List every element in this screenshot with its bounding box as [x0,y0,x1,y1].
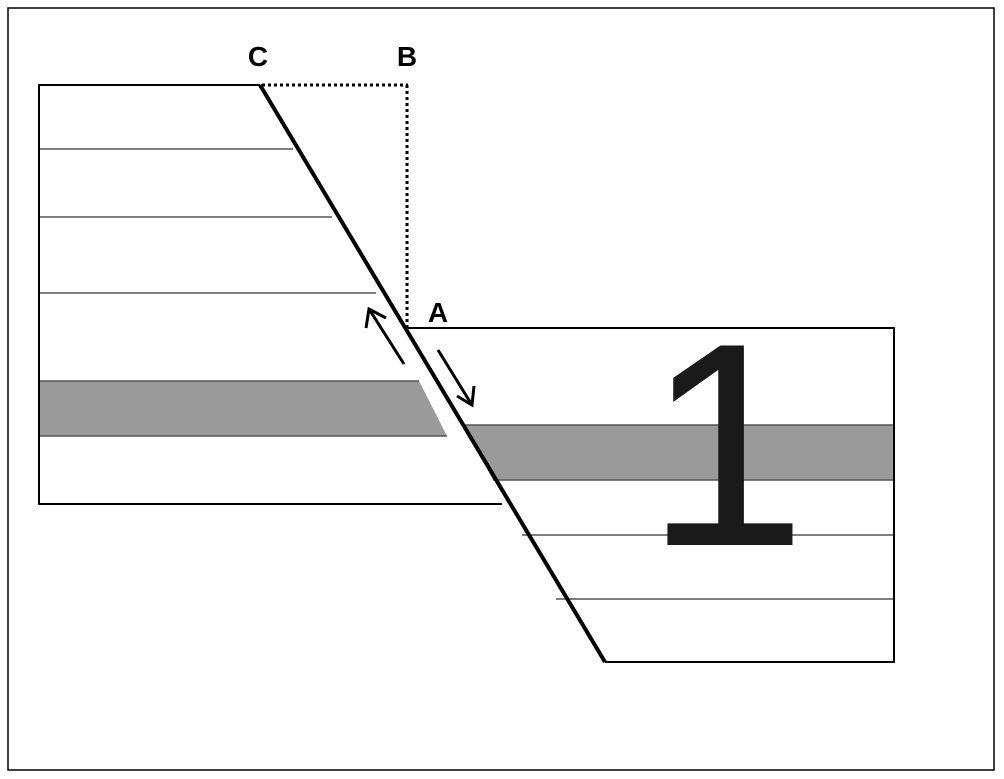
right-shaded-bed [464,425,894,480]
right-block-outline [408,327,895,663]
down-slip-arrow [436,349,476,408]
label-c: C [248,41,268,72]
right-block [408,327,895,663]
label-a: A [428,297,448,328]
panel-number: 1 [645,283,806,607]
left-block-outline [38,84,502,505]
label-b: B [397,41,417,72]
up-slip-arrow [364,306,406,365]
left-block [38,84,502,505]
fault-line [258,83,607,664]
left-shaded-bed [39,381,447,436]
